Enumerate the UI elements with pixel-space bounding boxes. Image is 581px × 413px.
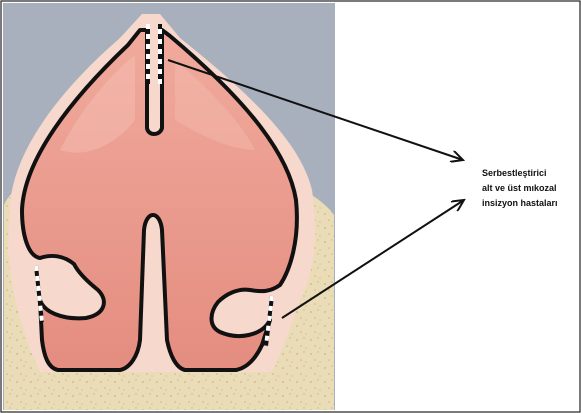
annotation-line-1: Serbestleştirici [482, 168, 547, 178]
annotation-line-3: insizyon hastaları [482, 198, 558, 208]
annotation-line-2: alt ve üst mıkozal [482, 183, 557, 193]
